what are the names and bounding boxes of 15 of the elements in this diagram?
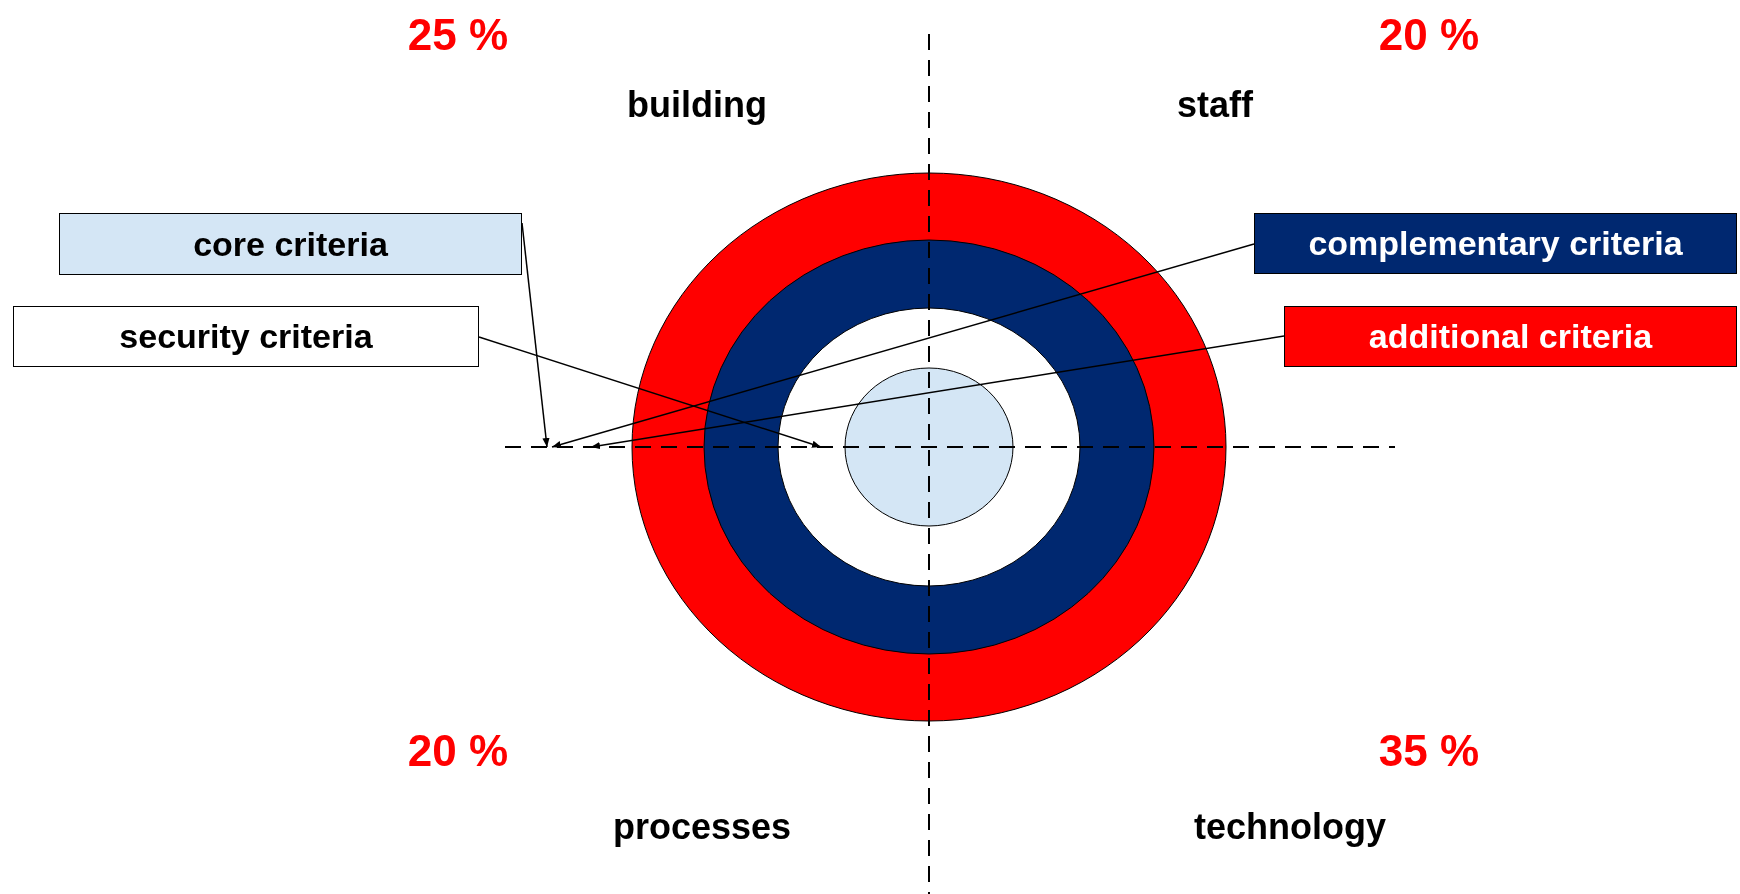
legend-box: additional criteria — [1284, 306, 1737, 367]
percentage-label: 25 % — [407, 10, 509, 60]
legend-box: complementary criteria — [1254, 213, 1737, 274]
leader-arrow — [551, 243, 1255, 448]
quadrant-label: technology — [1194, 806, 1386, 848]
percentage-label: 20 % — [407, 726, 509, 776]
quadrant-label: building — [627, 84, 767, 126]
leader-arrow — [590, 335, 1285, 450]
percentage-label: 35 % — [1378, 726, 1480, 776]
percentage-label: 20 % — [1378, 10, 1480, 60]
quadrant-label: staff — [1177, 84, 1253, 126]
quadrant-label: processes — [612, 806, 792, 848]
leader-arrow — [478, 336, 822, 448]
legend-box: security criteria — [13, 306, 479, 367]
legend-box: core criteria — [59, 213, 522, 275]
